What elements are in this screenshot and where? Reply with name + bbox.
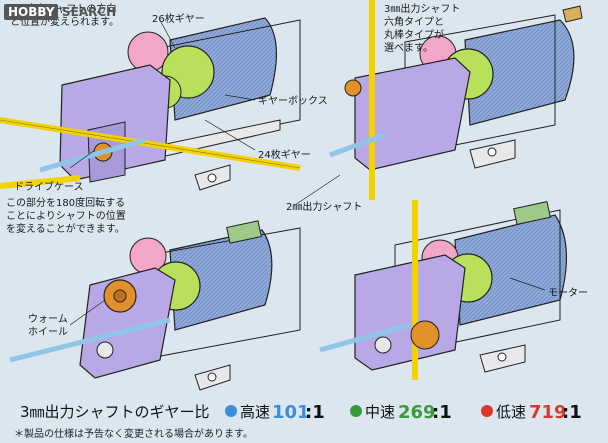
gearbox-housing — [354, 57, 471, 171]
ratio-high-value: 101 — [272, 402, 310, 423]
label-rotate-line1: この部分を180度回転する — [6, 196, 125, 209]
footnote: ＊製品の仕様は予告なく変更される場合があります。 — [14, 427, 253, 440]
unit-bottom-right — [319, 200, 567, 380]
ratio-low-name: 低速 — [496, 403, 526, 421]
label-worm-line1: ウォーム — [28, 313, 68, 325]
label-hex-round: 3㎜出力シャフト 六角タイプと 丸棒タイプが 選べます。 — [384, 2, 464, 54]
ratio-low-value: 719 — [529, 402, 567, 423]
leader-lines — [69, 19, 546, 326]
ratio-title: 3㎜出力シャフトのギヤー比 — [20, 403, 210, 421]
label-rotate-line3: を変えることができます。 — [6, 222, 125, 235]
label-motor: モーター — [548, 287, 588, 299]
label-hex-round-line3: 丸棒タイプが — [384, 28, 444, 41]
gearbox-housing — [354, 254, 466, 371]
ratio-mid-value: 269 — [398, 402, 436, 423]
label-hex-round-line1: 3㎜出力シャフト — [384, 2, 460, 15]
ratio-mid-suffix: :1 — [432, 402, 452, 423]
watermark-right: SEARCH — [62, 5, 116, 19]
shaft-2mm-blue — [9, 317, 171, 363]
ratio-low-suffix: :1 — [562, 402, 582, 423]
shaft-2mm-blue — [319, 322, 411, 353]
shaft-2mm-blue — [39, 137, 146, 173]
gear-orange — [410, 320, 440, 350]
ratio-high-name: 高速 — [240, 403, 270, 421]
diagram-labels: 3㎜出力シャフトの方向 と位置が変えられます。 26枚ギヤー 3㎜出力シャフト … — [6, 2, 588, 338]
label-rotate-line2: ことによりシャフトの位置 — [6, 209, 126, 222]
label-worm-line2: ホイール — [28, 326, 68, 338]
ratio-high-suffix: :1 — [305, 402, 325, 423]
label-gear26: 26枚ギヤー — [152, 12, 205, 25]
shaft-2mm-blue — [329, 132, 386, 158]
watermark: HOBBY SEARCH — [4, 4, 116, 20]
label-hex-round-line2: 六角タイプと — [384, 16, 444, 28]
ratio-mid-dot — [350, 405, 362, 417]
label-gear24: 24枚ギヤー — [258, 148, 311, 161]
unit-bottom-left — [9, 220, 301, 391]
label-drive-case: ドライブケース — [14, 180, 84, 193]
unit-top-right — [329, 0, 583, 200]
label-gearbox: ギヤーボックス — [258, 95, 328, 107]
label-rotate-note: この部分を180度回転する ことによりシャフトの位置 を変えることができます。 — [6, 196, 129, 235]
label-worm-wheel: ウォーム ホイール — [28, 313, 71, 338]
ratio-low-dot — [481, 405, 493, 417]
gear-ratio-row: 3㎜出力シャフトのギヤー比 高速 101 :1 中速 269 :1 低速 719… — [20, 402, 582, 423]
label-shaft2: 2㎜出力シャフト — [286, 200, 362, 213]
ratio-mid-name: 中速 — [365, 403, 395, 421]
ratio-high-dot — [225, 405, 237, 417]
watermark-left: HOBBY — [8, 5, 55, 19]
unit-top-left — [0, 17, 301, 191]
label-hex-round-line4: 選べます。 — [384, 41, 433, 54]
